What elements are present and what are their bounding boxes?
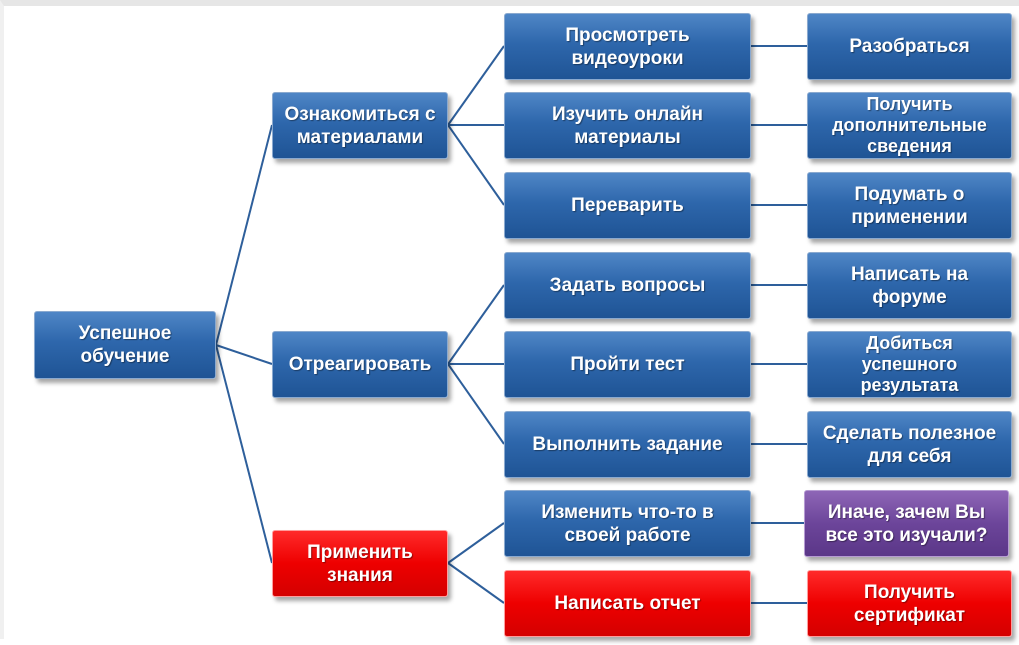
level3-node-get-extra-info: Получить дополнительные сведения <box>807 92 1012 159</box>
connector-familiarize-to-digest <box>447 124 505 206</box>
connector-react-to-ask <box>447 284 505 365</box>
level2-node-ask-questions: Задать вопросы <box>504 252 751 319</box>
connector-root-to-react <box>215 344 273 365</box>
connector-root-to-familiarize <box>215 124 273 346</box>
connector-root-to-apply <box>215 344 273 564</box>
connector-react-to-task <box>447 363 505 445</box>
level2-node-digest: Переварить <box>504 172 751 239</box>
level3-node-achieve-result: Добиться успешного результата <box>807 331 1012 398</box>
level2-node-study-online: Изучить онлайн материалы <box>504 92 751 159</box>
level3-node-think-application: Подумать о применении <box>807 172 1012 239</box>
connector-lines <box>215 45 807 604</box>
level3-node-write-forum: Написать на форуме <box>807 252 1012 319</box>
connector-apply-to-report <box>447 562 505 604</box>
level2-node-change-work: Изменить что-то в своей работе <box>504 490 751 557</box>
connector-familiarize-to-watch <box>447 45 505 126</box>
level2-node-take-test: Пройти тест <box>504 331 751 398</box>
level1-node-apply-knowledge: Применить знания <box>272 530 448 597</box>
level2-node-write-report: Написать отчет <box>504 570 751 637</box>
level3-node-understand: Разобраться <box>807 13 1012 80</box>
level1-node-react: Отреагировать <box>272 331 448 398</box>
root-node-successful-learning: Успешное обучение <box>34 311 216 379</box>
level2-node-watch-video: Просмотреть видеоуроки <box>504 13 751 80</box>
level1-node-familiarize: Ознакомиться с материалами <box>272 92 448 159</box>
level3-node-why-study: Иначе, зачем Вы все это изучали? <box>804 490 1009 557</box>
connector-apply-to-change <box>447 522 505 564</box>
level3-node-useful-for-self: Сделать полезное для себя <box>807 411 1012 478</box>
level2-node-complete-task: Выполнить задание <box>504 411 751 478</box>
level3-node-get-certificate: Получить сертификат <box>807 570 1012 637</box>
